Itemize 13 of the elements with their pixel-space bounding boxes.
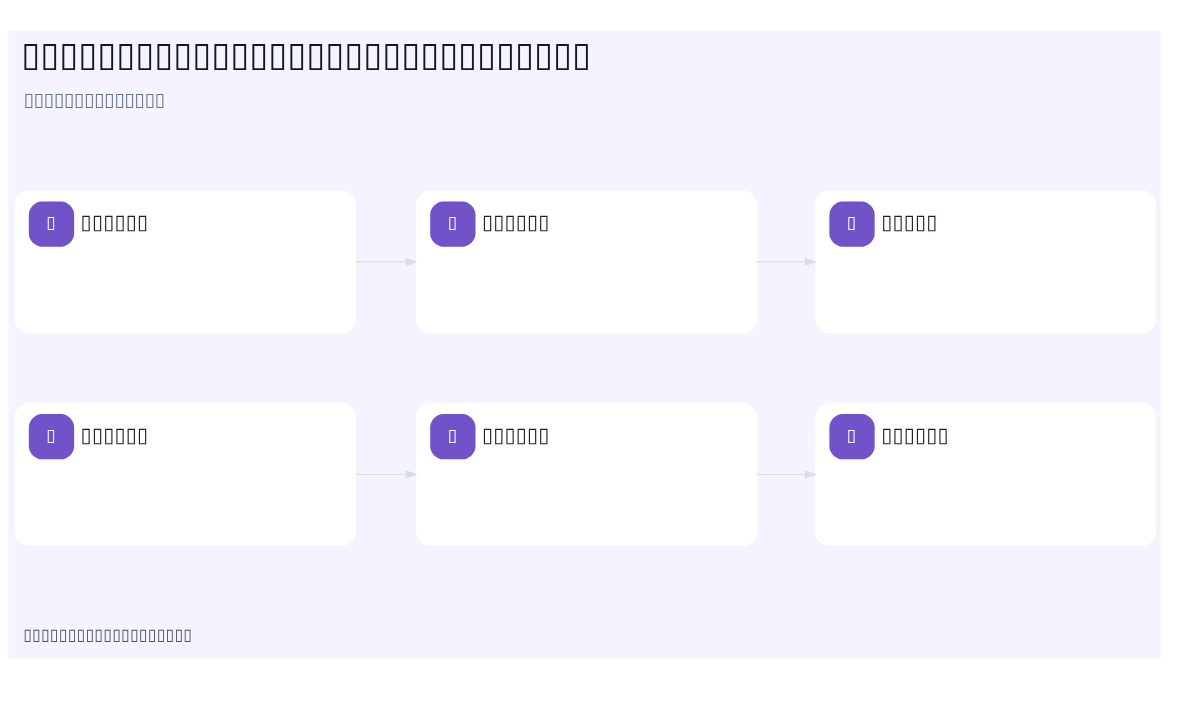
node-box: ▯ ▯▯▯▯▯▯ <box>416 190 758 333</box>
arrow <box>355 257 418 266</box>
label: ▯▯▯▯▯▯▯▯▯▯▯▯▯▯ <box>23 88 165 110</box>
node-box: ▯ ▯▯▯▯▯▯ <box>416 402 758 546</box>
arrow <box>756 257 817 266</box>
label: ▯▯▯▯▯▯▯▯▯▯▯▯▯▯▯▯▯▯▯ <box>23 624 193 644</box>
diagram-title: ▯▯▯▯▯▯▯▯▯▯▯▯▯▯▯▯▯▯▯▯▯▯▯▯▯▯▯▯▯▯ <box>21 33 592 74</box>
arrow <box>756 469 817 479</box>
arrow <box>355 469 418 479</box>
node-box: ▯ ▯▯▯▯▯ <box>815 190 1157 333</box>
node-box: ▯ ▯▯▯▯▯▯ <box>815 402 1157 546</box>
node-box: ▯ ▯▯▯▯▯▯ <box>14 402 356 546</box>
node-box: ▯ ▯▯▯▯▯▯ <box>14 190 356 333</box>
